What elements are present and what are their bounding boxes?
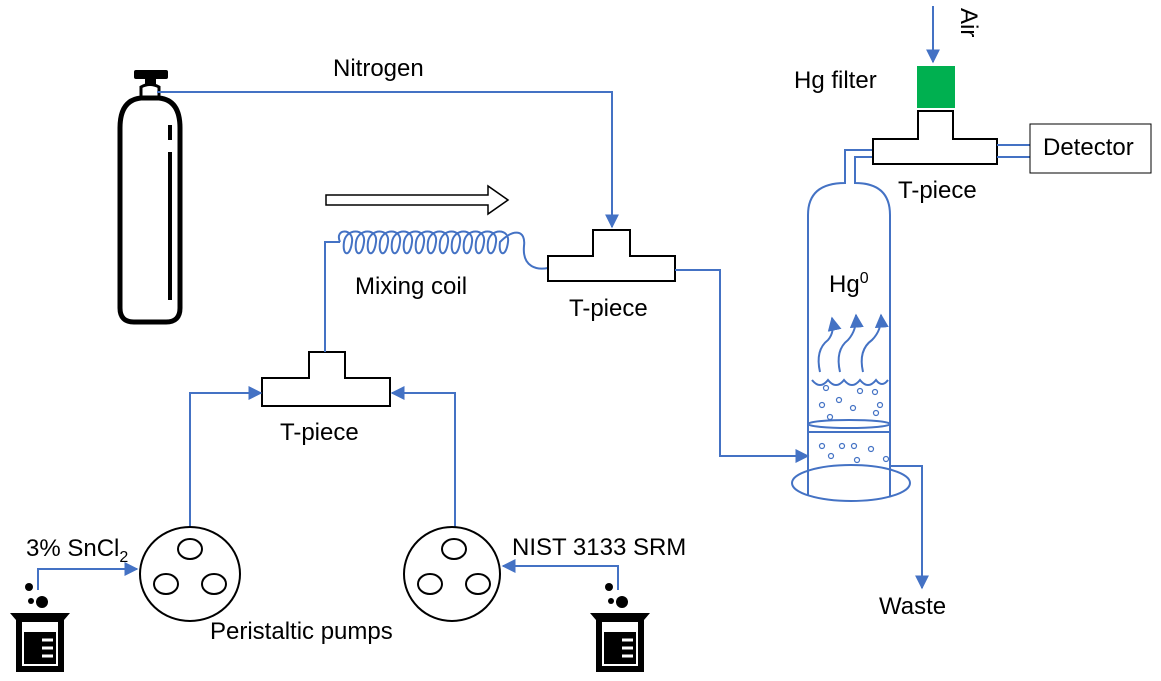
t-piece-low-label: T-piece bbox=[280, 419, 359, 446]
hg0-label: Hg0 bbox=[829, 270, 869, 298]
peristaltic-pump-right bbox=[403, 526, 501, 622]
mixing-coil bbox=[337, 230, 549, 270]
cylinder-handle bbox=[134, 70, 168, 79]
pump-left-to-t-line bbox=[189, 386, 263, 530]
detector-box bbox=[1029, 123, 1152, 174]
peristaltic-pump-left bbox=[139, 526, 241, 622]
sncl2-feed-line bbox=[37, 562, 139, 590]
flow-direction-arrow bbox=[325, 184, 510, 216]
detector-label: Detector bbox=[1043, 134, 1134, 161]
waste-label: Waste bbox=[879, 593, 946, 620]
waste-line bbox=[890, 465, 929, 590]
sample-to-reactor-line bbox=[675, 269, 810, 463]
mixing-coil-label: Mixing coil bbox=[355, 273, 467, 300]
t-piece-top bbox=[872, 110, 998, 165]
sncl2-label: 3% SnCl2 bbox=[26, 535, 128, 566]
beaker-nist-icon bbox=[590, 583, 650, 672]
cylinder-body bbox=[117, 95, 183, 325]
hg-filter-icon bbox=[917, 66, 955, 108]
nist-label: NIST 3133 SRM bbox=[512, 534, 686, 561]
nitrogen-label: Nitrogen bbox=[333, 55, 424, 82]
gas-liquid-separator bbox=[791, 149, 911, 502]
nitrogen-cylinder bbox=[117, 70, 183, 325]
t-piece-mid bbox=[547, 229, 676, 282]
air-label: Air bbox=[955, 8, 982, 37]
nist-feed-line bbox=[501, 559, 619, 590]
t-piece-top-label: T-piece bbox=[898, 177, 977, 204]
t-piece-mid-label: T-piece bbox=[569, 295, 648, 322]
t-piece-low bbox=[261, 351, 391, 407]
hg-filter-label: Hg filter bbox=[794, 67, 877, 94]
pump-right-to-t-line bbox=[390, 386, 456, 530]
t-to-coil-line bbox=[324, 241, 340, 352]
beaker-sncl2-icon bbox=[10, 583, 70, 672]
peristaltic-pumps-label: Peristaltic pumps bbox=[210, 618, 393, 645]
nitrogen-line bbox=[157, 91, 619, 229]
